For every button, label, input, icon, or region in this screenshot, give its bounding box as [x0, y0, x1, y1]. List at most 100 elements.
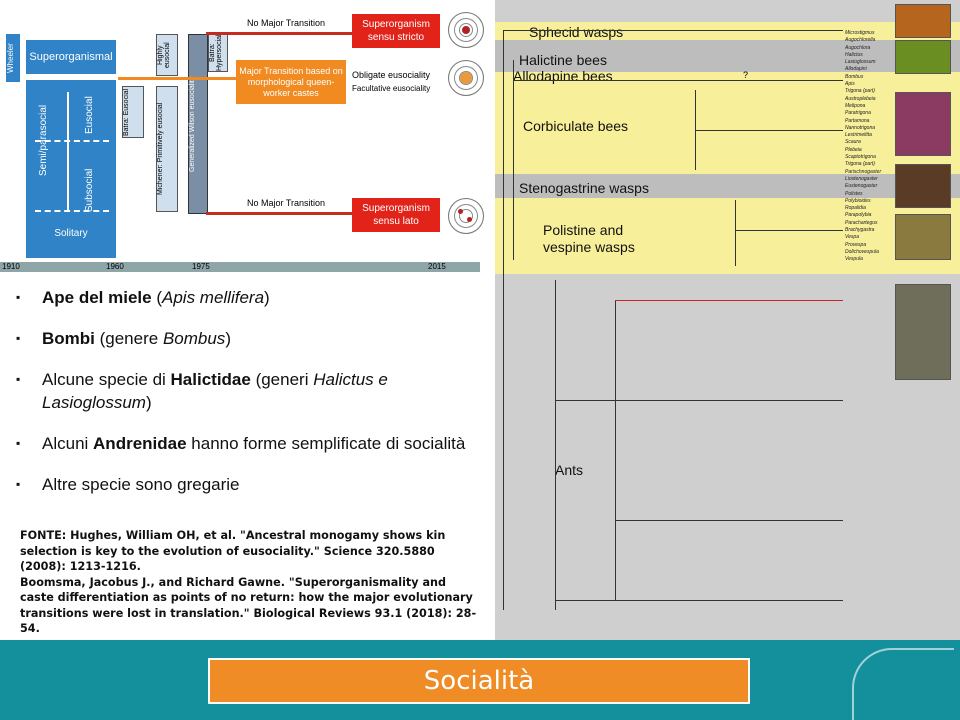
tree-branch: [735, 200, 736, 266]
corbiculate-photo: [895, 92, 951, 156]
species-name: Bombus: [845, 73, 864, 80]
species-name: Parachartegus: [845, 219, 878, 226]
clade-label: Ants: [555, 462, 584, 478]
solitary-label: Solitary: [54, 228, 88, 239]
list-item: Alcuni Andrenidae hanno forme semplifica…: [16, 432, 476, 455]
tree-branch: [615, 300, 843, 301]
stenogastrine-band: [495, 174, 960, 198]
unknown-marker: ?: [743, 70, 749, 80]
solitary-area: [26, 80, 116, 258]
tree-branch: [503, 30, 504, 610]
no-transition-arrow-top: [206, 32, 352, 35]
superorganism-stricto-label: Superorganism sensu stricto: [362, 19, 430, 43]
species-name: Halictus: [845, 51, 863, 58]
stenogastrine-photo: [895, 164, 951, 208]
no-major-label-1: No Major Transition: [246, 18, 326, 28]
michener-box: Michener: Primitively eusocial: [156, 86, 178, 212]
no-major-label-2: No Major Transition: [246, 198, 326, 208]
diagram-arrow: [67, 92, 69, 212]
species-name: Liostenogaster: [845, 175, 878, 182]
clade-label: Polistine and vespine wasps: [543, 222, 653, 256]
species-list: Microstigmus Augochlorella Augochlora Ha…: [845, 30, 895, 270]
no-transition-arrow-bottom: [206, 212, 352, 215]
tree-branch: [615, 520, 843, 521]
slide-title-box: Socialità: [208, 658, 750, 704]
diagram-arrow: [35, 210, 109, 212]
timeline-tick: 1960: [106, 262, 124, 271]
tree-branch: [735, 230, 843, 231]
halictine-band: [495, 40, 960, 72]
species-name: Augochlora: [845, 44, 871, 51]
wheeler-label: Wheeler: [6, 43, 15, 73]
batra-hypersocial-box: Batra: Hypersocial: [208, 34, 228, 72]
logo-icon: [852, 648, 954, 720]
clade-label: Allodapine bees: [513, 68, 613, 84]
species-name: Brachygastra: [845, 227, 875, 234]
species-name: Trigona (part): [845, 161, 875, 168]
vespine-photo: [895, 214, 951, 260]
species-name: Nannotrigona: [845, 124, 876, 131]
clade-label: Sphecid wasps: [529, 24, 624, 40]
wheeler-box: Wheeler: [6, 34, 20, 82]
species-name: Plebeia: [845, 146, 862, 153]
eusociality-diagram: Wheeler Superorganismal Semi/parasocial …: [0, 0, 490, 278]
species-name: Austroplebeia: [845, 95, 876, 102]
diagram-arrow: [35, 140, 109, 142]
major-transition-label: Major Transition based on morphological …: [239, 65, 343, 98]
colony-circles-icon: [448, 60, 484, 96]
species-name: Melipona: [845, 102, 866, 109]
major-transition-arrow: [118, 77, 238, 80]
species-name: Partamona: [845, 117, 870, 124]
ant-photo: [895, 284, 951, 380]
clade-label: Stenogastrine wasps: [519, 180, 649, 196]
species-name: Vespa: [845, 234, 859, 241]
tree-branch: [513, 80, 843, 81]
timeline-tick: 2015: [428, 262, 446, 271]
tree-branch: [555, 280, 556, 610]
species-name: Dolichovespula: [845, 248, 879, 255]
wilson-box: Generalized Wilson eusociality: [188, 34, 208, 214]
tree-branch: [555, 600, 843, 601]
slide-title: Socialità: [423, 666, 535, 696]
citation-2: Boomsma, Jacobus J., and Richard Gawne. …: [20, 575, 477, 636]
species-name: Lasioglossum: [845, 59, 876, 66]
clade-label: Halictine bees: [519, 52, 607, 68]
tree-branch: [555, 400, 843, 401]
species-name: Paratrigona: [845, 110, 871, 117]
timeline-bar: [0, 262, 480, 272]
species-name: Scaptotrigona: [845, 154, 876, 161]
colony-circles-icon: [448, 12, 484, 48]
batra-eusocial-box: Batra: Eusocial: [122, 86, 144, 138]
tree-branch: [513, 60, 514, 260]
species-name: Vespula: [845, 256, 863, 263]
tree-branch: [695, 130, 843, 131]
species-name: Parapolybia: [845, 212, 872, 219]
superorganism-stricto-box: Superorganism sensu stricto: [352, 14, 440, 48]
species-name: Microstigmus: [845, 30, 875, 36]
sphecid-band: [495, 22, 960, 40]
source-citation: FONTE: Hughes, William OH, et al. "Ances…: [20, 528, 480, 637]
wasp-photo: [895, 4, 951, 38]
clade-label: Corbiculate bees: [523, 118, 629, 134]
eusocial-label: Eusocial: [84, 96, 95, 134]
species-name: Allodapini: [845, 66, 867, 73]
colony-circles-icon: [448, 198, 484, 234]
tree-branch: [503, 30, 843, 31]
superorganismal-box: Superorganismal: [26, 40, 116, 74]
species-name: Augochlorella: [845, 37, 876, 44]
species-name: Scaura: [845, 139, 861, 146]
species-name: Apis: [845, 81, 855, 88]
phylogenetic-tree: Sphecid wasps Halictine bees Allodapine …: [495, 0, 960, 640]
bullet-list: Ape del miele (Apis mellifera) Bombi (ge…: [16, 286, 476, 514]
species-name: Lestrimelitta: [845, 132, 872, 139]
superorganismal-label: Superorganismal: [29, 51, 113, 63]
species-name: Ropalidia: [845, 205, 866, 212]
species-name: Polistes: [845, 190, 863, 197]
species-name: Polybioides: [845, 197, 871, 204]
major-transition-box: Major Transition based on morphological …: [236, 60, 346, 104]
species-name: Provespa: [845, 241, 867, 248]
superorganism-lato-label: Superorganism sensu lato: [362, 203, 430, 227]
timeline-tick: 1975: [192, 262, 210, 271]
list-item: Alcune specie di Halictidae (generi Hali…: [16, 368, 476, 414]
species-name: Eustenogaster: [845, 183, 878, 190]
